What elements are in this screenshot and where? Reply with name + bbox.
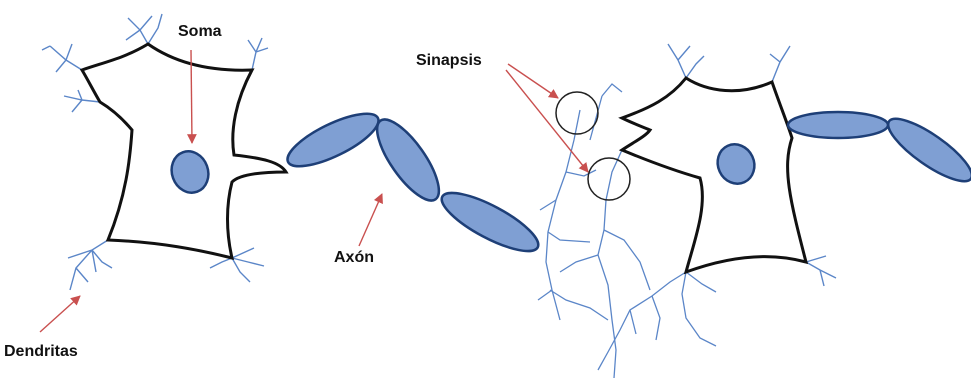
left-axon: [281, 104, 545, 262]
soma-arrow: [191, 50, 192, 143]
myelin-segment: [281, 104, 385, 177]
label-soma: Soma: [178, 23, 222, 40]
right-neuron: [622, 44, 836, 286]
dendritas-arrow: [40, 296, 80, 332]
label-sinapsis: Sinapsis: [416, 52, 482, 69]
right-soma-membrane: [622, 78, 806, 272]
myelin-segment: [880, 109, 971, 191]
label-dendritas: Dendritas: [4, 343, 78, 360]
sinapsis-arrow-lower: [506, 70, 588, 172]
label-axon: Axón: [334, 249, 374, 266]
myelin-segment: [788, 112, 888, 138]
axon-arrow: [359, 194, 382, 246]
right-axon: [788, 109, 971, 191]
myelin-segment: [367, 111, 450, 209]
left-neuron: [42, 14, 286, 290]
myelin-segment: [435, 183, 545, 262]
synapse-ring: [588, 158, 630, 200]
